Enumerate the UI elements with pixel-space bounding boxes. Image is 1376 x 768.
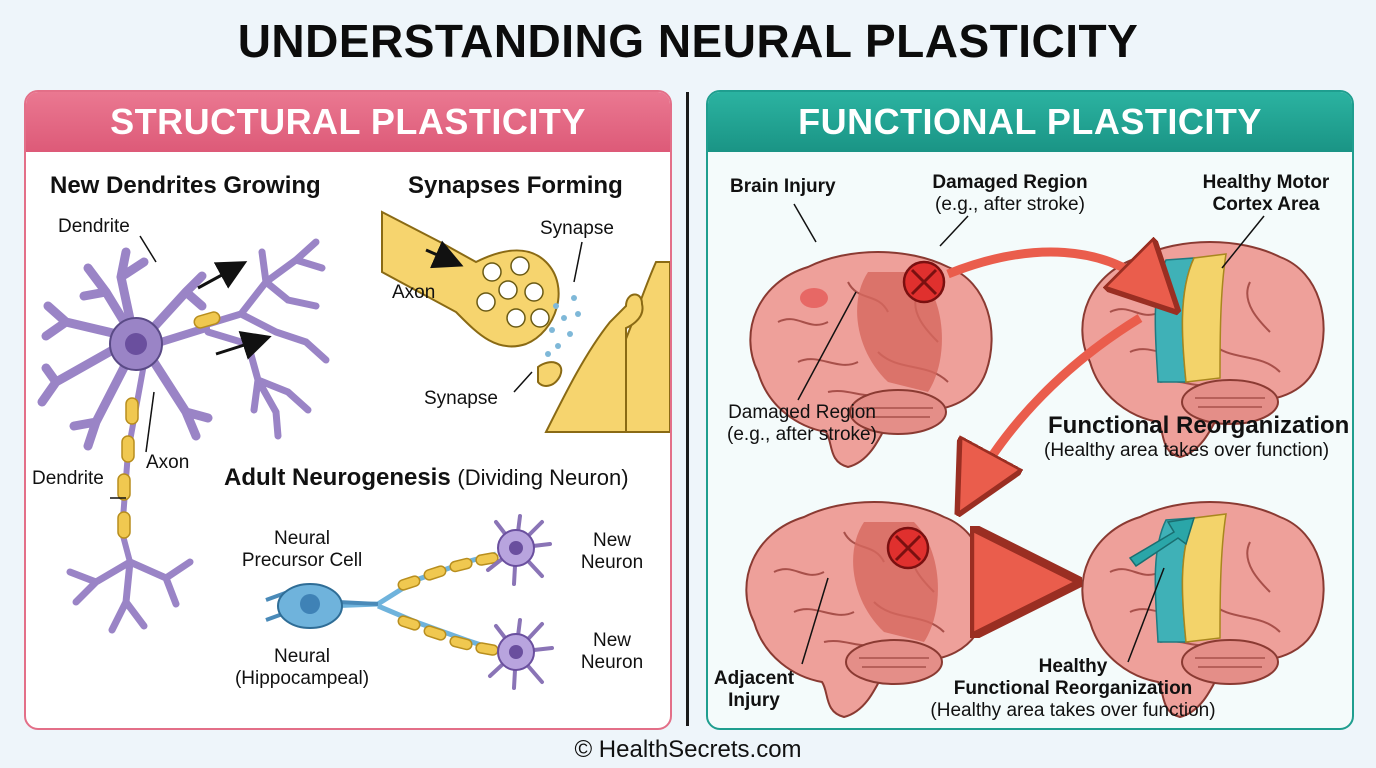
adult-neurogenesis-heading: Adult Neurogenesis (Dividing Neuron) <box>224 464 629 492</box>
label-axon-synapse: Axon <box>392 282 436 303</box>
label-healthy-functional-reorganization: Healthy Functional Reorganization (Healt… <box>918 656 1228 722</box>
label-new-neuron-2-line1: New <box>592 630 631 651</box>
functional-plasticity-illustration <box>745 203 1325 718</box>
label-axon-neuron: Axon <box>146 452 190 473</box>
label-healthy-reorg-line1: Healthy <box>1038 656 1108 677</box>
label-new-neuron-1: New Neuron <box>572 530 652 574</box>
new-dendrites-heading: New Dendrites Growing <box>50 172 321 199</box>
label-damaged-region-top: Damaged Region (e.g., after stroke) <box>908 172 1112 216</box>
label-damaged-region-bottom-line1: Damaged Region <box>728 402 876 423</box>
label-neural-precursor-line2: Precursor Cell <box>241 550 363 571</box>
label-healthy-reorg-line2: Functional Reorganization <box>953 678 1193 699</box>
label-healthy-reorg-line3: (Healthy area takes over function) <box>930 700 1216 721</box>
myelin-segments <box>117 311 221 539</box>
page-title: UNDERSTANDING NEURAL PLASTICITY <box>237 15 1139 67</box>
functional-plasticity-panel: FUNCTIONAL PLASTICITY <box>706 90 1354 730</box>
growth-arrow-icon <box>197 261 248 290</box>
growth-arrow-icon <box>215 331 272 360</box>
label-new-neuron-2-line2: Neuron <box>580 652 644 673</box>
label-hippocampeal: (Hippocampeal) <box>234 668 370 689</box>
reorganize-arrow-icon <box>970 314 1143 492</box>
synapses-forming-heading: Synapses Forming <box>408 172 623 199</box>
structural-plasticity-header: STRUCTURAL PLASTICITY <box>26 92 670 152</box>
label-adjacent-line2: Injury <box>728 690 780 711</box>
label-adjacent-line1: Adjacent <box>713 668 795 689</box>
label-new-neuron-1-line1: New <box>592 530 631 551</box>
damage-x-icon <box>886 526 930 570</box>
panel-divider <box>686 92 689 726</box>
label-new-neuron-1-line2: Neuron <box>580 552 644 573</box>
adult-neurogenesis-suffix: (Dividing Neuron) <box>457 465 629 490</box>
label-healthy-motor: Healthy Motor Cortex Area <box>1178 172 1352 216</box>
label-neural-hippocampeal: Neural (Hippocampeal) <box>232 646 372 690</box>
label-synapse-top: Synapse <box>540 218 614 239</box>
label-damaged-region-bottom: Damaged Region (e.g., after stroke) <box>714 402 890 446</box>
functional-reorganization-subtitle: (Healthy area takes over function) <box>1044 440 1330 461</box>
label-synapse-bottom: Synapse <box>424 388 498 409</box>
brain-reorganized-drawing <box>1081 501 1325 718</box>
functional-reorganization-heading: Functional Reorganization <box>1048 412 1350 439</box>
label-brain-injury: Brain Injury <box>730 176 836 197</box>
label-damaged-region-bottom-line2: (e.g., after stroke) <box>727 424 877 445</box>
label-new-neuron-2: New Neuron <box>572 630 652 674</box>
label-neural: Neural <box>274 646 330 667</box>
structural-plasticity-illustration <box>37 210 670 690</box>
synapse-drawing <box>381 210 670 433</box>
label-neural-precursor-line1: Neural <box>274 528 330 549</box>
label-dendrite-top: Dendrite <box>58 216 130 237</box>
neuron-nucleus <box>125 333 147 355</box>
label-damaged-region-top-line1: Damaged Region <box>932 172 1088 193</box>
functional-plasticity-header: FUNCTIONAL PLASTICITY <box>708 92 1352 152</box>
label-neural-precursor: Neural Precursor Cell <box>232 528 372 572</box>
label-healthy-motor-line2: Cortex Area <box>1212 194 1320 215</box>
transfer-arrow-icon <box>946 252 1160 294</box>
label-dendrite-bottom: Dendrite <box>32 468 104 489</box>
leader-lines <box>110 235 157 499</box>
adult-neurogenesis-title: Adult Neurogenesis <box>224 464 451 491</box>
structural-plasticity-panel: STRUCTURAL PLASTICITY <box>24 90 672 730</box>
label-damaged-region-top-line2: (e.g., after stroke) <box>935 194 1085 215</box>
neurogenesis-drawing <box>265 514 554 690</box>
label-healthy-motor-line1: Healthy Motor <box>1202 172 1330 193</box>
leader-lines <box>793 203 1265 665</box>
damage-x-icon <box>902 260 946 304</box>
label-adjacent-injury: Adjacent Injury <box>712 668 796 712</box>
copyright-footer: © HealthSecrets.com <box>574 736 802 763</box>
